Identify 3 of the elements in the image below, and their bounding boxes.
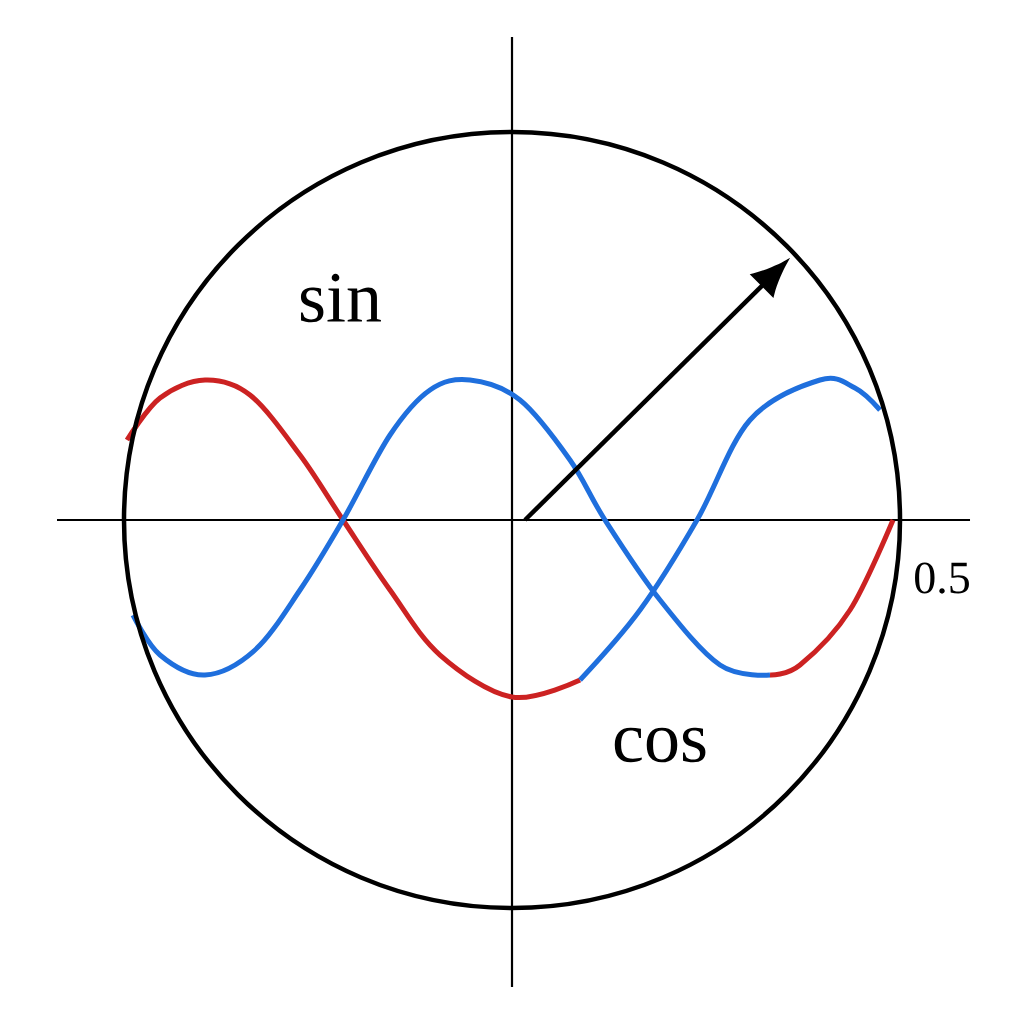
curve-label: cos	[614, 727, 706, 763]
curve-label: sin	[300, 273, 381, 323]
tick-label: 0.5	[915, 562, 969, 594]
